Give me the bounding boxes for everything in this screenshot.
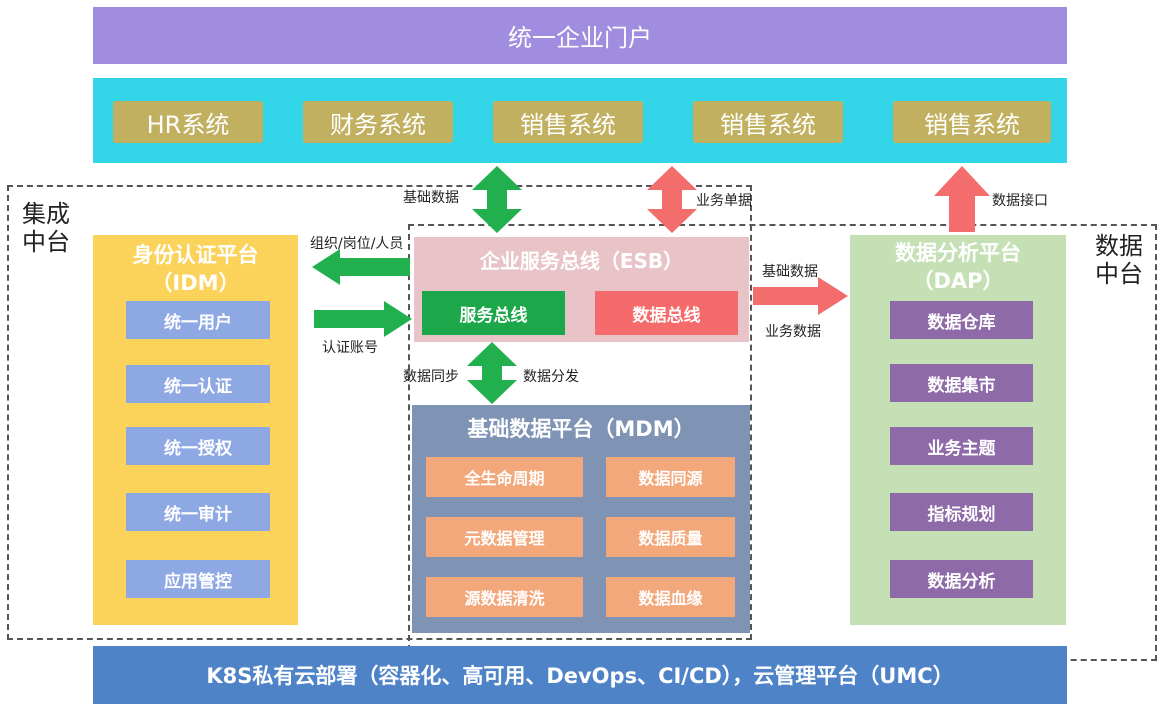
arrow-data-sync-vertical: [467, 342, 517, 404]
system-sales-3: 销售系统: [893, 101, 1051, 143]
data-zone-label: 数据 中台: [1095, 232, 1143, 288]
esb-platform: 企业服务总线（ESB） 服务总线 数据总线: [414, 237, 749, 342]
idm-item-unified-audit: 统一审计: [126, 493, 270, 531]
arrow-auth-right: [314, 301, 412, 337]
portal-title: 统一企业门户: [508, 24, 652, 52]
system-sales-2: 销售系统: [693, 101, 843, 143]
enterprise-portal-bar: 统一企业门户: [93, 7, 1067, 64]
idm-item-unified-user: 统一用户: [126, 301, 270, 339]
idm-title: 身份认证平台 （IDM）: [132, 243, 259, 295]
idm-item-unified-auth: 统一认证: [126, 365, 270, 403]
arrow-basic-data-vertical: [472, 166, 522, 233]
integration-zone-label: 集成 中台: [22, 200, 70, 256]
dap-item-mart: 数据集市: [890, 364, 1033, 402]
esb-service-bus: 服务总线: [422, 291, 565, 335]
label-data-dist: 数据分发: [523, 369, 579, 385]
label-data-interface: 数据接口: [992, 193, 1048, 209]
label-business-docs: 业务单据: [696, 193, 752, 209]
mdm-platform: 基础数据平台（MDM） 全生命周期 数据同源 元数据管理 数据质量 源数据清洗 …: [412, 405, 750, 633]
dap-title: 数据分析平台 （DAP）: [895, 241, 1021, 293]
esb-data-bus: 数据总线: [595, 291, 738, 335]
system-finance: 财务系统: [303, 101, 453, 143]
arrow-data-interface-up: [934, 166, 990, 232]
dap-item-kpi-planning: 指标规划: [890, 493, 1033, 531]
business-systems-bar: HR系统 财务系统 销售系统 销售系统 销售系统: [93, 78, 1067, 163]
label-auth-account: 认证账号: [322, 340, 378, 356]
idm-item-app-control: 应用管控: [126, 560, 270, 598]
mdm-item-lifecycle: 全生命周期: [426, 457, 583, 497]
mdm-item-data-lineage: 数据血缘: [606, 577, 735, 617]
label-data-sync: 数据同步: [403, 369, 459, 385]
label-basic-data-right: 基础数据: [762, 264, 818, 280]
dap-platform: 数据分析平台 （DAP） 数据仓库 数据集市 业务主题 指标规划 数据分析: [850, 235, 1066, 625]
dap-item-warehouse: 数据仓库: [890, 301, 1033, 339]
system-hr: HR系统: [113, 101, 263, 143]
k8s-deployment-bar: K8S私有云部署（容器化、高可用、DevOps、CI/CD），云管理平台（UMC…: [93, 646, 1067, 704]
idm-item-unified-authorization: 统一授权: [126, 427, 270, 465]
mdm-item-data-cleansing: 源数据清洗: [426, 577, 583, 617]
arrow-business-docs-vertical: [647, 166, 697, 233]
dap-item-business-topic: 业务主题: [890, 427, 1033, 465]
k8s-title: K8S私有云部署（容器化、高可用、DevOps、CI/CD），云管理平台（UMC…: [206, 664, 954, 688]
dap-item-analysis: 数据分析: [890, 560, 1033, 598]
idm-platform: 身份认证平台 （IDM） 统一用户 统一认证 统一授权 统一审计 应用管控: [93, 235, 298, 625]
integration-zone-outline: [7, 185, 752, 640]
arrow-org-left: [312, 249, 410, 285]
mdm-item-data-homology: 数据同源: [606, 457, 735, 497]
label-org: 组织/岗位/人员: [310, 236, 404, 252]
label-business-data-right: 业务数据: [765, 324, 821, 340]
label-basic-data-top: 基础数据: [403, 190, 459, 206]
esb-title: 企业服务总线（ESB）: [479, 249, 684, 273]
system-sales-1: 销售系统: [493, 101, 643, 143]
mdm-item-data-quality: 数据质量: [606, 517, 735, 557]
mdm-title: 基础数据平台（MDM）: [467, 417, 695, 441]
mdm-item-metadata: 元数据管理: [426, 517, 583, 557]
arrow-data-right: [753, 277, 848, 315]
